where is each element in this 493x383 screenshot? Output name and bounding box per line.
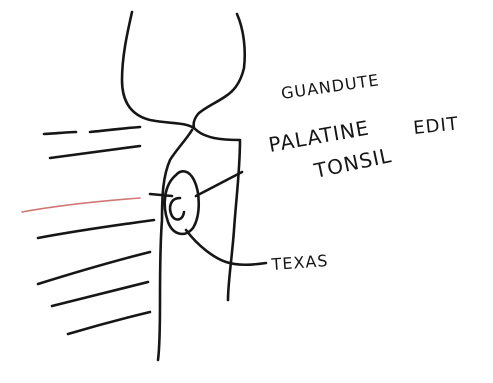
tonsil-tick: [150, 194, 172, 196]
right-inner-wall: [194, 128, 240, 300]
label-guandute: GUANDUTE: [280, 70, 381, 103]
hatch-line-3: [22, 198, 140, 212]
upper-right-outline: [194, 14, 245, 128]
hatch-line-4: [38, 220, 154, 238]
tonsil-pointer-line: [196, 172, 242, 196]
label-tonsil: TONSIL: [311, 143, 394, 183]
hatch-line-6: [52, 282, 148, 306]
label-bottom: TEXAS: [270, 251, 329, 274]
tonsil-outline: [165, 171, 199, 234]
hatch-line-5: [38, 252, 150, 284]
hatch-line-1: [44, 127, 140, 134]
left-inner-wall: [158, 130, 192, 360]
label-edit: EDIT: [412, 113, 459, 139]
tonsil-inner-curl: [170, 198, 184, 219]
upper-left-outline: [122, 12, 194, 128]
hatch-line-2: [50, 146, 140, 158]
bottom-pointer-line: [186, 230, 266, 265]
hatch-line-7: [68, 312, 150, 334]
